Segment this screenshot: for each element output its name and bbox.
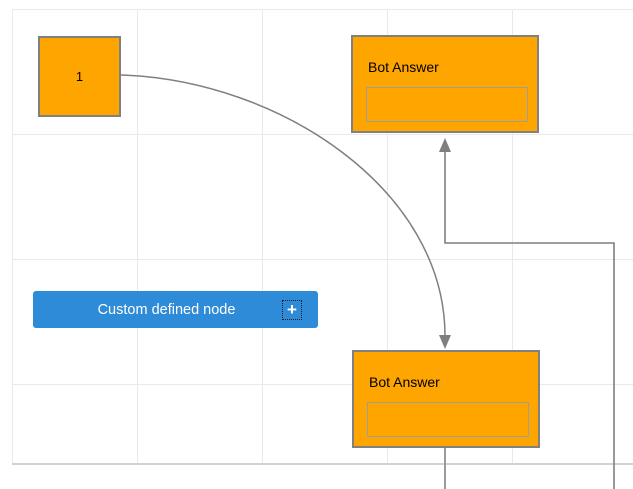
bot-answer-bottom-input[interactable] (367, 402, 529, 437)
add-button[interactable]: + (282, 299, 302, 320)
node-custom-defined[interactable]: Custom defined node + (33, 291, 318, 328)
bot-answer-top-label: Bot Answer (368, 59, 439, 75)
node-1-label: 1 (75, 69, 84, 84)
bot-answer-bottom-label: Bot Answer (369, 374, 440, 390)
node-bot-answer-bottom[interactable]: Bot Answer (352, 350, 540, 448)
plus-icon: + (287, 300, 297, 319)
node-bot-answer-top[interactable]: Bot Answer (351, 35, 539, 133)
bot-answer-top-input[interactable] (366, 87, 528, 122)
node-1[interactable]: 1 (38, 36, 121, 117)
custom-node-label: Custom defined node (97, 301, 236, 318)
